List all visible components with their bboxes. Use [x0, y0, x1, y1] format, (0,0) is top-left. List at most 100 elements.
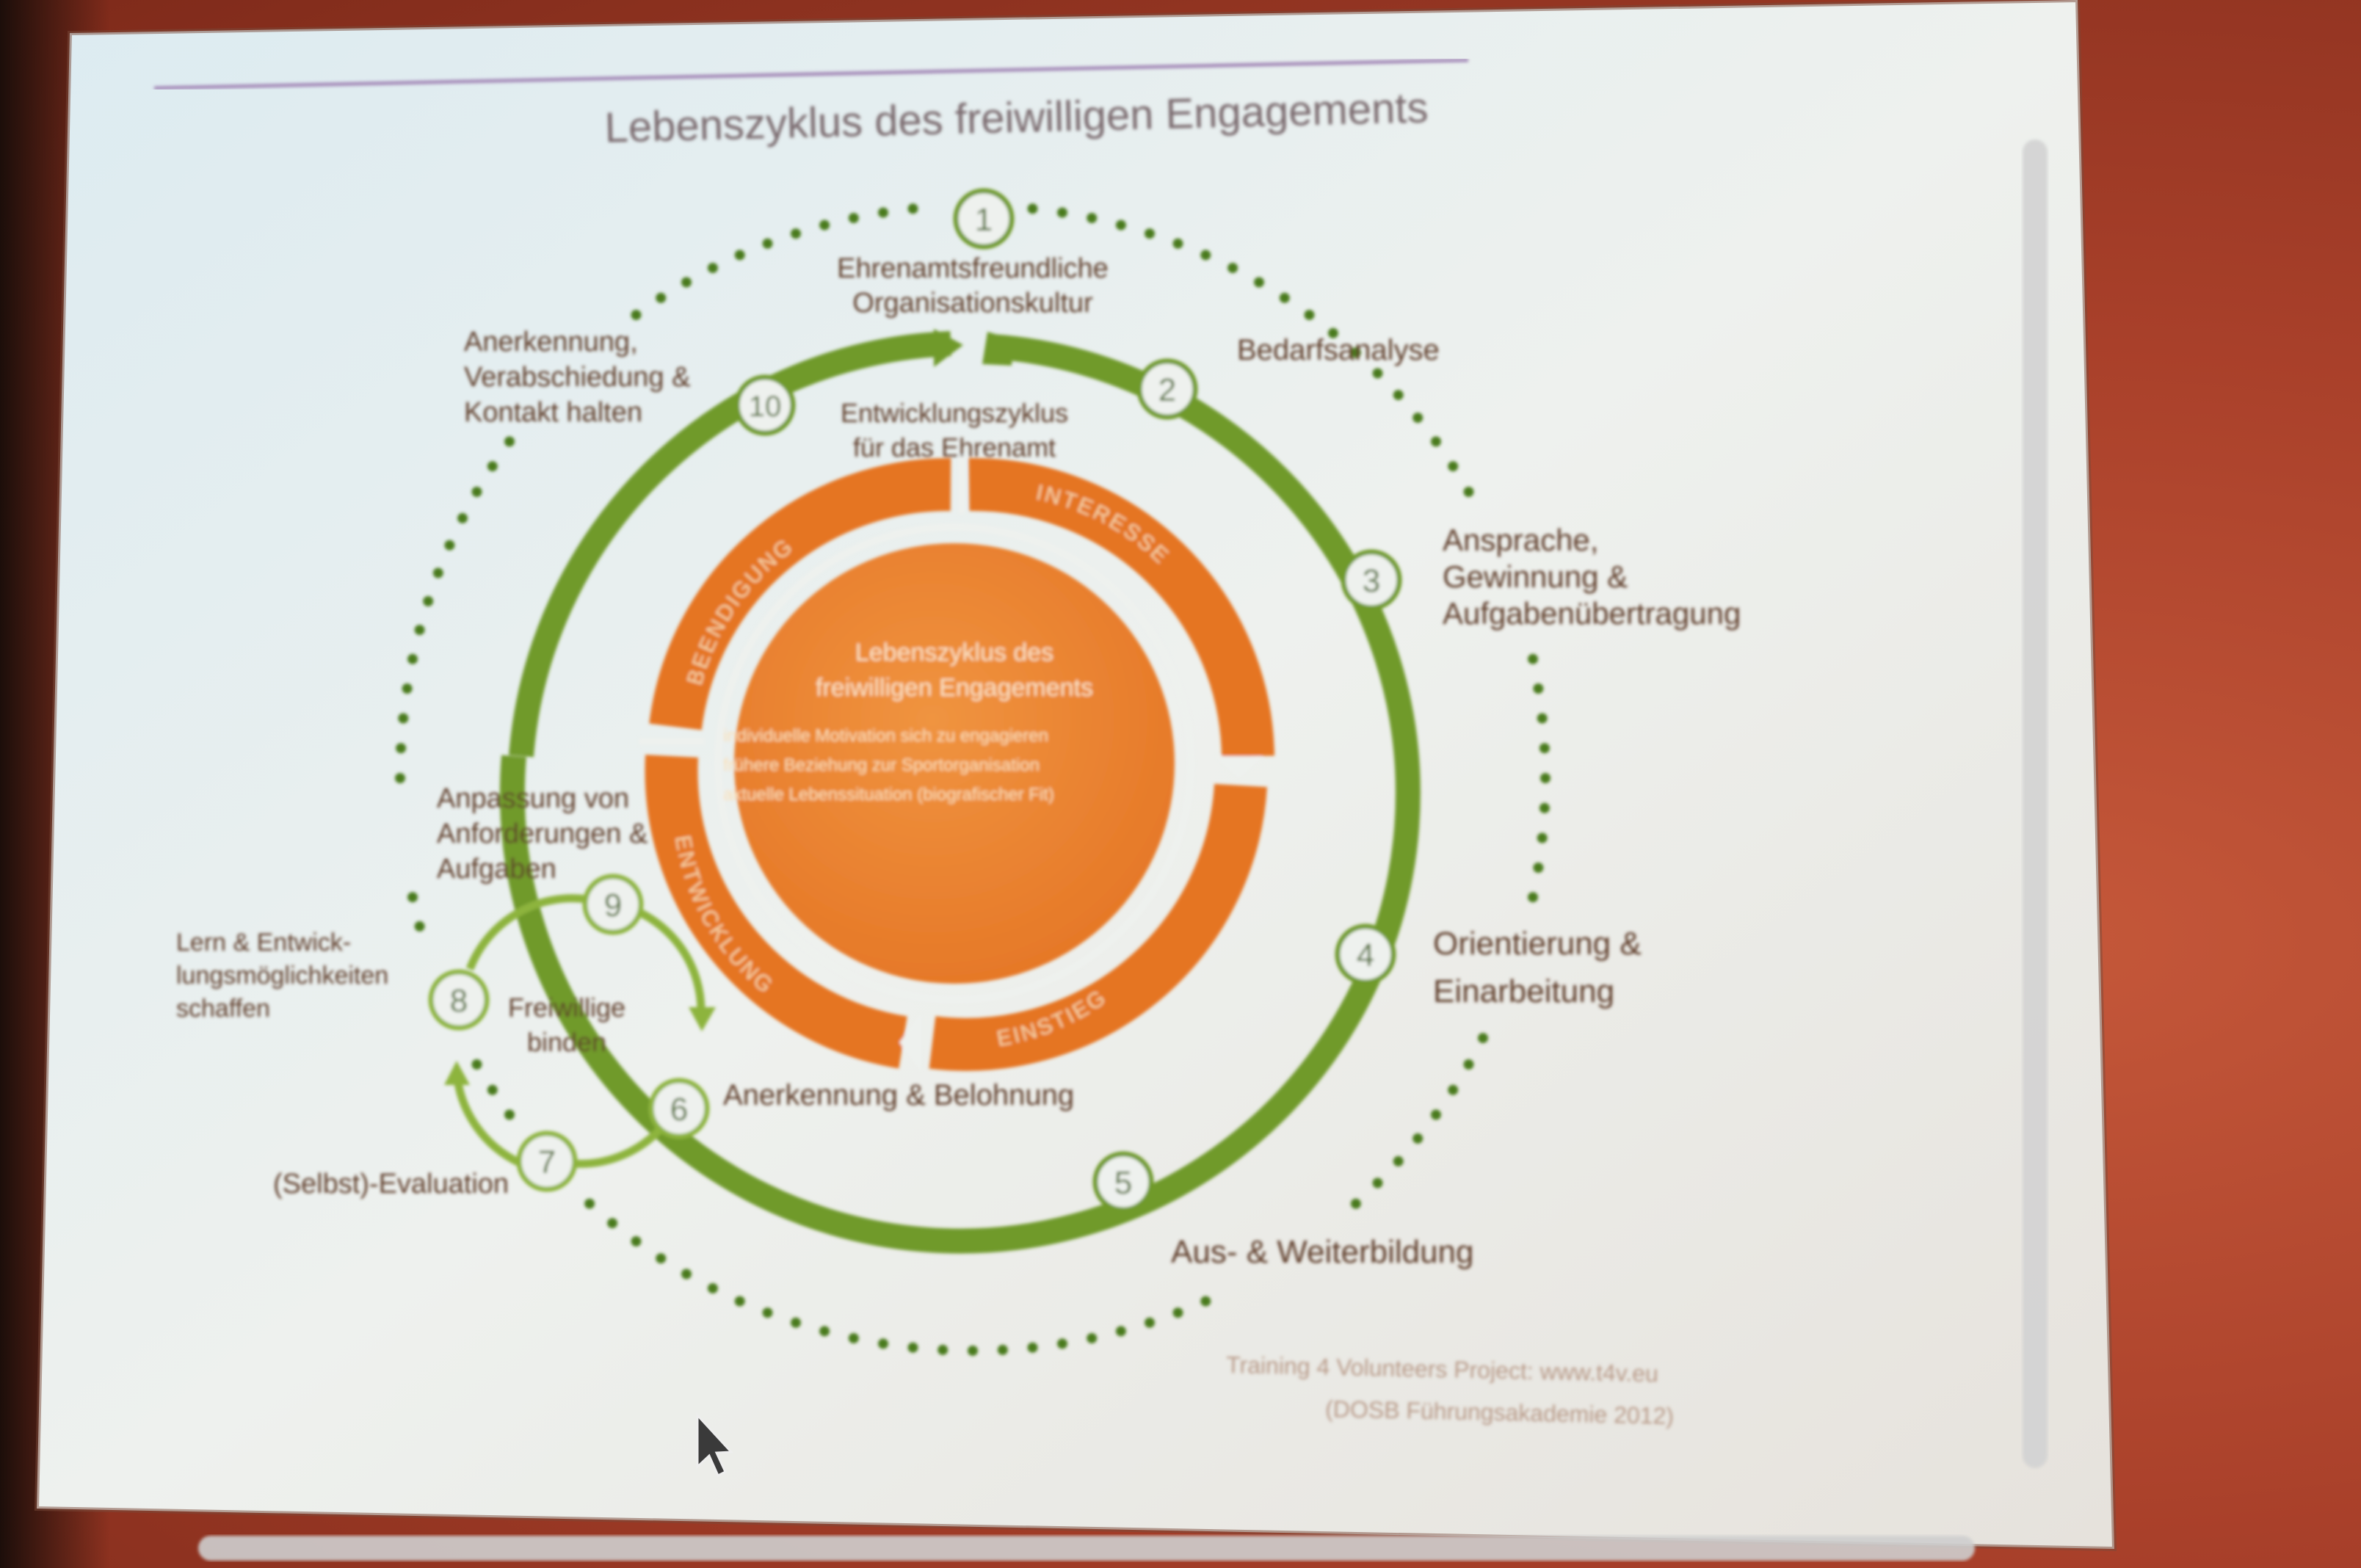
stage-label-3-line-2: Gewinnung & [1443, 559, 1628, 594]
cycle-dot [1463, 487, 1474, 497]
stage-label-4-line-2: Einarbeitung [1433, 973, 1614, 1009]
stage-badge-8: 8 [428, 969, 490, 1031]
cycle-dot [471, 487, 482, 497]
cycle-dot [1200, 250, 1211, 261]
cycle-dot [1327, 327, 1338, 338]
center-title-line-2: freiwilligen Engagements [816, 674, 1093, 702]
stage-number-10: 10 [749, 391, 782, 423]
stage-number-2: 2 [1158, 372, 1176, 408]
horizontal-scrollbar[interactable] [198, 1536, 1975, 1561]
cycle-dot [471, 1059, 482, 1070]
cycle-dot [1372, 368, 1383, 379]
cycle-dot [1412, 1133, 1424, 1144]
stage-number-7: 7 [538, 1144, 556, 1180]
cycle-dot [907, 203, 918, 214]
sub-cycle-arrow-9-6 [624, 902, 706, 1014]
stage-number-8: 8 [450, 983, 468, 1019]
stage-label-10-line-3: Kontakt halten [464, 397, 642, 428]
orange-segment-einstieg [929, 783, 1267, 1071]
cycle-dot [1537, 713, 1548, 724]
center-disk [734, 543, 1175, 984]
cycle-dot [1172, 238, 1183, 249]
cycle-dot [487, 461, 498, 472]
sub-cycle-arrowhead-up [444, 1061, 470, 1085]
stage-label-7: (Selbst)-Evaluation [273, 1169, 509, 1199]
cycle-dot [1412, 413, 1424, 424]
cycle-dot [584, 1198, 595, 1209]
green-ring-arrow-right [982, 332, 1013, 366]
cycle-dot [819, 219, 830, 231]
outer-dotted-cycle [395, 203, 1551, 1356]
stage-label-4-line-1: Orientierung & [1433, 926, 1642, 962]
cycle-dot [1448, 461, 1459, 472]
green-ring-label-line-1: Entwicklungszyklus [841, 398, 1068, 428]
cycle-dot [1478, 1033, 1488, 1044]
cycle-dot [1027, 1342, 1038, 1353]
cycle-dot [791, 228, 801, 239]
cycle-dot [1200, 1296, 1211, 1307]
center-disk-rim [714, 523, 1194, 1003]
cycle-dot [396, 743, 407, 754]
screen-edge [34, 0, 2117, 1552]
cycle-dot [734, 1296, 745, 1307]
cycle-dot [631, 310, 642, 320]
cycle-dot [1431, 1109, 1441, 1120]
cycle-dot [407, 653, 418, 664]
stage-label-10-line-2: Verabschiedung & [464, 362, 690, 393]
cycle-dot [656, 1253, 667, 1264]
cycle-dot [423, 596, 434, 606]
green-ring-label-line-2: für das Ehrenamt [853, 432, 1056, 462]
cycle-dot [1027, 203, 1038, 214]
cycle-dot [395, 773, 405, 783]
stage-label-5: Aus- & Weiterbildung [1171, 1234, 1474, 1270]
cycle-dot [607, 1218, 618, 1229]
cycle-dot [968, 1346, 978, 1356]
stage-label-8-line-1: Lern & Entwick- [176, 929, 351, 957]
cycle-dot [1145, 1317, 1155, 1328]
cycle-dot [762, 1307, 773, 1318]
sub-cycle-arrow-8-9 [465, 894, 588, 970]
stage-label-1-line-1: Ehrenamtsfreundliche [837, 253, 1109, 284]
cycle-dot [1087, 1333, 1098, 1343]
cycle-dot [1145, 228, 1155, 239]
stage-number-1: 1 [975, 202, 993, 238]
cycle-dot [1279, 292, 1290, 303]
center-bullet-2: frühere Beziehung zur Sportorganisation [723, 755, 1040, 775]
stage-number-6: 6 [670, 1092, 688, 1128]
cycle-dot [402, 683, 413, 694]
stage-label-8-line-2: lungsmöglichkeiten [176, 962, 388, 990]
cycle-dot [937, 1344, 949, 1355]
cycle-dot [878, 1338, 888, 1349]
cycle-dot [656, 292, 667, 303]
stage-badge-6: 6 [648, 1078, 710, 1139]
center-bullet-1: individuelle Motivation sich zu engagier… [723, 726, 1048, 746]
cycle-dot [504, 1109, 515, 1120]
center-bullet-3: aktuelle Lebenssituation (biografischer … [723, 785, 1054, 805]
stage-badge-9: 9 [582, 874, 644, 935]
orange-ring-notch-right [1215, 756, 1263, 778]
sub-cycle-label-line-2: binden [527, 1027, 606, 1057]
cycle-dot [1304, 310, 1315, 320]
cycle-dot [407, 892, 418, 903]
stage-badge-2: 2 [1136, 358, 1198, 420]
cycle-dot [681, 1268, 692, 1280]
cycle-dot [1537, 832, 1548, 843]
cycle-dot [707, 263, 718, 273]
cycle-dot [1539, 743, 1550, 754]
stage-badge-1: 1 [953, 188, 1015, 250]
stage-label-3-line-3: Aufgabenübertragung [1443, 596, 1741, 631]
cycle-dot [487, 1084, 498, 1095]
orange-ring-notch-bottom [899, 1013, 921, 1072]
cycle-dot [1087, 213, 1098, 223]
stage-label-8-line-3: schaffen [176, 995, 270, 1023]
stage-number-3: 3 [1363, 563, 1380, 599]
cycle-dot [819, 1326, 830, 1337]
vertical-scrollbar[interactable] [2023, 139, 2048, 1468]
cycle-dot [997, 1344, 1008, 1355]
cycle-dot [444, 540, 455, 551]
stage-number-9: 9 [604, 888, 622, 923]
sub-cycle-arrow-6-7 [572, 1119, 670, 1168]
stage-number-5: 5 [1114, 1165, 1132, 1201]
cycle-dot [414, 625, 425, 636]
stage-badge-5: 5 [1092, 1151, 1154, 1213]
